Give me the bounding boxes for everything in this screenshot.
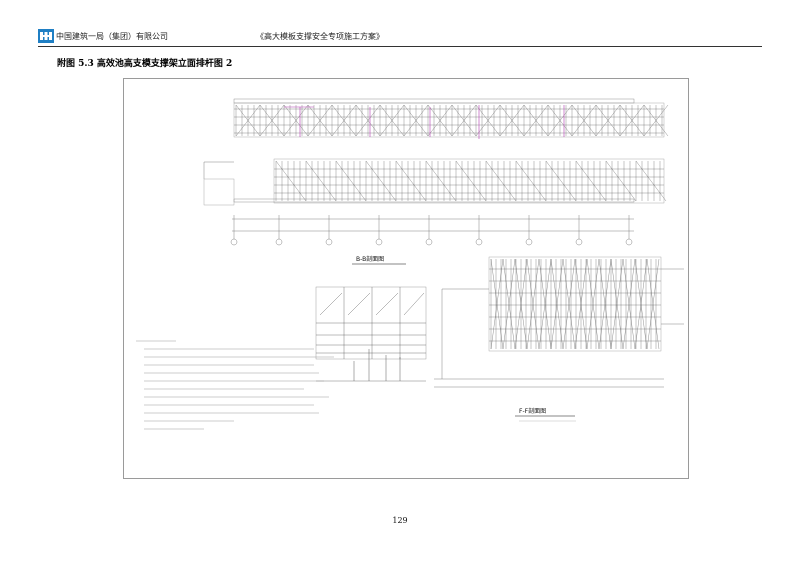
axis-dimensions <box>232 218 634 232</box>
top-elevation-drawing <box>233 98 665 204</box>
ff-section-title: F-F剖面图 <box>515 407 576 422</box>
document-title: 《高大模板支撑安全专项施工方案》 <box>256 32 384 41</box>
axis-ticks <box>230 215 633 246</box>
figure-caption: 附图 5.3 高效池高支模支撑架立面排杆图 2 <box>57 59 233 69</box>
bb-section-title: B-B剖面图 <box>352 255 406 265</box>
bb-section-drawing <box>315 286 427 382</box>
company-logo-icon <box>38 29 54 43</box>
ff-section-label: F-F剖面图 <box>519 407 546 415</box>
ff-section-scaffold <box>489 258 661 350</box>
general-notes <box>136 340 334 430</box>
drawing-canvas: B-B剖面图 <box>136 98 684 430</box>
page-header: 中国建筑一局（集团）有限公司 《高大模板支撑安全专项施工方案》 <box>38 28 762 47</box>
bb-section-label: B-B剖面图 <box>356 255 384 263</box>
left-annotation <box>203 161 235 206</box>
company-name: 中国建筑一局（集团）有限公司 <box>56 32 168 41</box>
ff-section-frame <box>434 256 684 388</box>
top-elevation-scaffold <box>234 104 669 202</box>
section-markers <box>284 105 565 139</box>
page-number: 129 <box>392 516 408 525</box>
cad-drawing: B-B剖面图 <box>123 78 689 479</box>
